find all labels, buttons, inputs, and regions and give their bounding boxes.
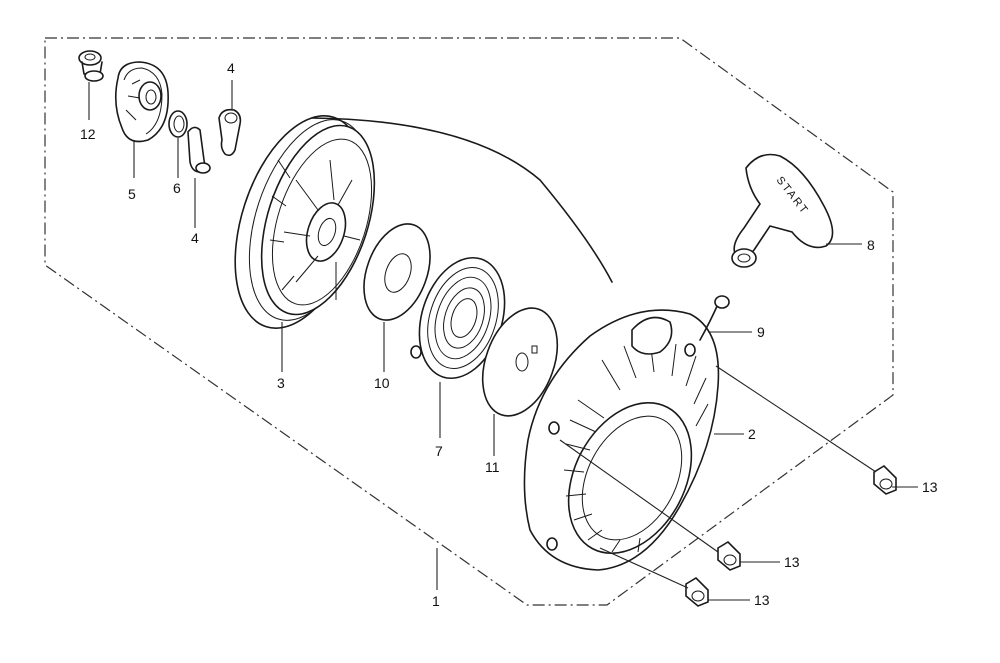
- callout-2: 2: [748, 426, 756, 442]
- part-6-spring: [168, 110, 188, 138]
- assembly-boundary: [44, 37, 894, 606]
- part-12-bolt: [78, 50, 104, 82]
- part-13-bolt-middle: [717, 540, 741, 571]
- starter-rope: [311, 117, 613, 283]
- callout-5: 5: [128, 186, 136, 202]
- callout-1: 1: [432, 593, 440, 609]
- part-4-ratchet-lower: [187, 126, 211, 174]
- part-4-ratchet-upper: [218, 108, 242, 157]
- callout-8: 8: [867, 237, 875, 253]
- callout-11: 11: [485, 459, 500, 475]
- part-13-bolt-lower: [685, 576, 709, 607]
- part-5-ratchet-guide: [114, 61, 169, 143]
- callout-13-middle: 13: [784, 554, 800, 570]
- callout-4-lower: 4: [191, 230, 199, 246]
- callout-9: 9: [757, 324, 765, 340]
- part-8-starter-grip: START: [731, 153, 834, 268]
- part-3-reel: [234, 115, 376, 329]
- callout-10: 10: [374, 375, 390, 391]
- callout-13-right: 13: [922, 479, 938, 495]
- callout-7: 7: [435, 443, 443, 459]
- callout-13-lower: 13: [754, 592, 770, 608]
- part-2-starter-case: [523, 309, 720, 571]
- callout-4-upper: 4: [227, 60, 235, 76]
- callout-6: 6: [173, 180, 181, 196]
- part-9-rope-guide: [699, 295, 730, 341]
- part-7-recoil-spring: [410, 256, 506, 380]
- callout-labels: 12 5 6 4 4 3 10 7 11 8 9 2 13 13 13 1: [80, 60, 938, 609]
- callout-12: 12: [80, 126, 96, 142]
- callout-3: 3: [277, 375, 285, 391]
- part-10-washer: [363, 223, 431, 321]
- part-11-plate: [481, 307, 559, 417]
- leader-lines: [88, 80, 918, 601]
- part-13-bolt-right: [873, 464, 897, 495]
